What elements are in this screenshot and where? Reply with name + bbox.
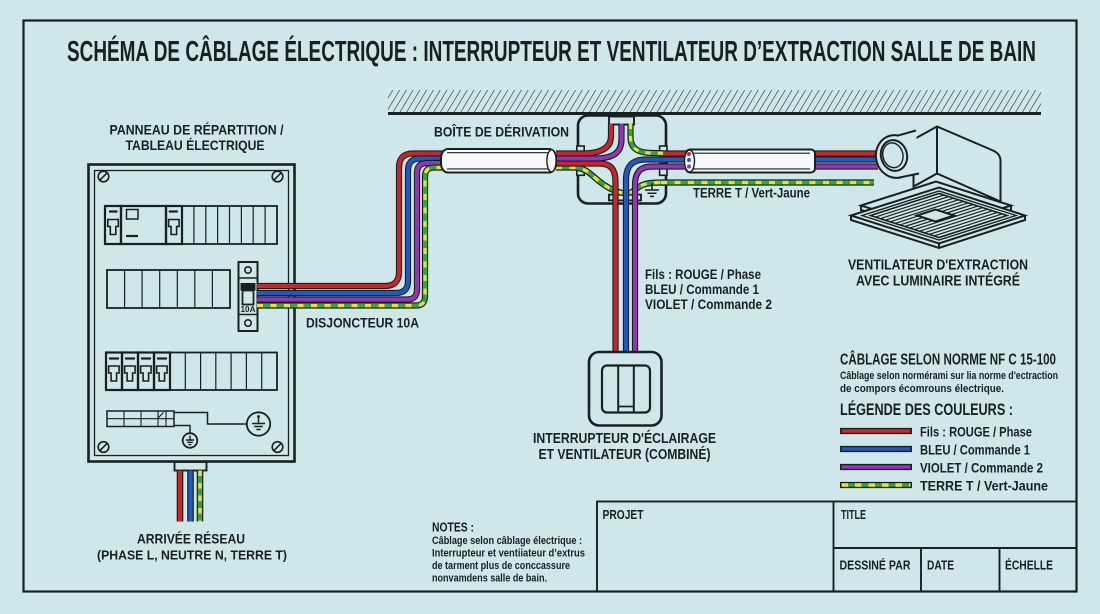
svg-text:Fils : ROUGE / Phase: Fils : ROUGE / Phase [920,424,1032,440]
svg-text:VENTILATEUR D'EXTRACTION: VENTILATEUR D'EXTRACTION [848,257,1028,274]
svg-text:VIOLET / Commande 2: VIOLET / Commande 2 [920,460,1043,476]
svg-text:Interrupteur et ventiiateur d’: Interrupteur et ventiiateur d’extrus [432,548,585,560]
svg-text:DISJONCTEUR 10A: DISJONCTEUR 10A [306,315,419,331]
svg-text:TABLEAU ÉLECTRIQUE: TABLEAU ÉLECTRIQUE [126,137,265,153]
svg-text:nonvamdens salle de bain.: nonvamdens salle de bain. [432,573,547,585]
svg-text:AVEC LUMINAIRE INTÉGRÉ: AVEC LUMINAIRE INTÉGRÉ [856,273,1020,290]
svg-text:ET VENTILATEUR (COMBINÉ): ET VENTILATEUR (COMBINÉ) [539,446,711,463]
svg-text:ÉCHELLE: ÉCHELLE [1005,558,1053,573]
svg-text:PROJET: PROJET [603,507,644,522]
svg-text:BLEU / Commande 1: BLEU / Commande 1 [920,442,1030,458]
svg-text:Câblage selon normérami sur li: Câblage selon normérami sur lia norme d'… [840,370,1058,382]
svg-text:CÂBLAGE SELON NORME NF C 15-10: CÂBLAGE SELON NORME NF C 15-100 [840,350,1056,369]
svg-text:TERRE T / Vert-Jaune: TERRE T / Vert-Jaune [693,186,810,201]
svg-text:NOTES :: NOTES : [432,520,474,535]
svg-text:VIOLET / Commande 2: VIOLET / Commande 2 [645,296,772,312]
svg-text:TITLE: TITLE [841,507,866,522]
svg-text:ARRIVÉE RÉSEAU: ARRIVÉE RÉSEAU [137,531,245,547]
svg-text:BLEU / Commande 1: BLEU / Commande 1 [645,281,759,297]
svg-text:SCHÉMA DE CÂBLAGE ÉLECTRIQUE :: SCHÉMA DE CÂBLAGE ÉLECTRIQUE : INTERRUPT… [67,36,1036,68]
svg-text:TERRE T / Vert-Jaune: TERRE T / Vert-Jaune [920,478,1048,494]
svg-text:Câblage selon câblage électriq: Câblage selon câblage électrique : [432,535,582,547]
svg-text:Fils : ROUGE / Phase: Fils : ROUGE / Phase [645,266,761,282]
svg-text:de compors écomrouns électriqu: de compors écomrouns électrique. [840,383,1004,395]
svg-text:INTERRUPTEUR D'ÉCLAIRAGE: INTERRUPTEUR D'ÉCLAIRAGE [533,430,716,447]
svg-text:de tarment plus de conccassure: de tarment plus de conccassure [432,560,570,572]
svg-text:LÉGENDE DES COULEURS :: LÉGENDE DES COULEURS : [840,400,1013,419]
svg-text:DATE: DATE [927,558,954,573]
svg-text:DESSINÉ PAR: DESSINÉ PAR [840,558,911,573]
svg-text:PANNEAU DE RÉPARTITION /: PANNEAU DE RÉPARTITION / [110,122,284,138]
svg-text:(PHASE L, NEUTRE N, TERRE T): (PHASE L, NEUTRE N, TERRE T) [97,548,287,563]
svg-text:BOÎTE DE DÉRIVATION: BOÎTE DE DÉRIVATION [434,125,569,140]
svg-text:10A: 10A [241,304,256,314]
